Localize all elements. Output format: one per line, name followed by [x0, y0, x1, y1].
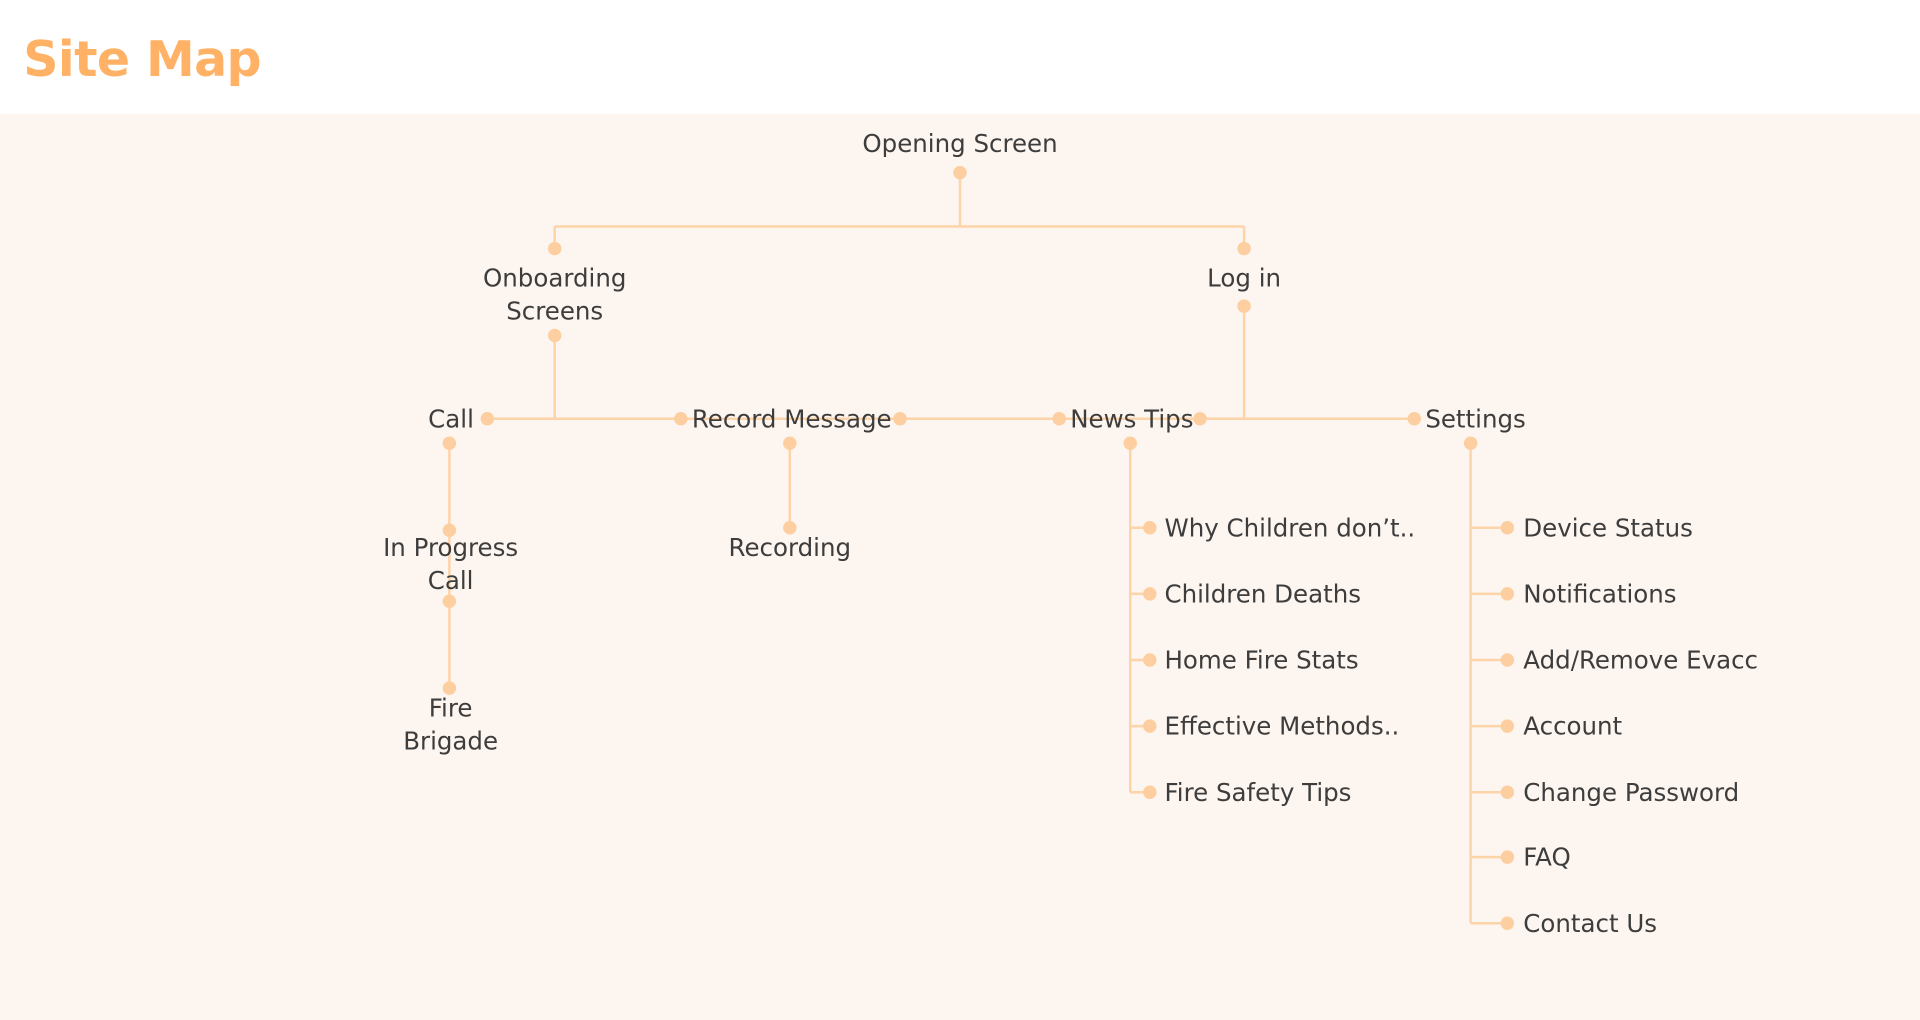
settings-item: Account	[1523, 711, 1623, 741]
news-item: Children Deaths	[1164, 579, 1361, 609]
node-dot	[893, 412, 907, 426]
node-dot	[1407, 412, 1422, 426]
node-dot	[442, 436, 457, 451]
node-dot	[1123, 436, 1137, 451]
node-in-progress-call: In Progress Call	[383, 531, 518, 597]
node-dot	[1143, 587, 1157, 601]
node-dot	[1143, 785, 1157, 799]
node-dot	[1143, 719, 1157, 733]
node-dot	[1237, 299, 1251, 313]
node-dot	[480, 412, 495, 426]
node-settings: Settings	[1425, 404, 1526, 434]
node-dot	[442, 594, 457, 608]
node-dot	[442, 523, 457, 537]
node-dot	[1500, 521, 1515, 535]
news-item: Home Fire Stats	[1164, 645, 1359, 675]
diagram-canvas	[0, 113, 1920, 1020]
node-dot	[1052, 412, 1066, 426]
news-item: Why Children don’t..	[1164, 513, 1416, 543]
node-dot	[1143, 653, 1157, 667]
node-dot	[1500, 653, 1515, 667]
settings-item: Add/Remove Evacc	[1523, 645, 1759, 675]
node-dot	[1143, 521, 1157, 535]
node-dot	[1500, 785, 1515, 799]
node-dot	[783, 521, 797, 535]
node-dot	[1500, 850, 1515, 864]
node-dot	[442, 681, 457, 695]
settings-item: Change Password	[1523, 777, 1740, 807]
connector-settings	[1469, 443, 1508, 925]
settings-item: Device Status	[1523, 513, 1693, 543]
node-label-line: Screens	[506, 296, 604, 326]
node-label-line: Brigade	[403, 726, 499, 756]
node-dot	[953, 165, 967, 180]
node-dot	[547, 328, 562, 343]
node-dot	[1500, 916, 1515, 931]
node-record-message: Record Message	[691, 404, 892, 434]
connector-opening	[553, 172, 1246, 249]
node-label-line: Onboarding	[482, 263, 627, 293]
node-recording: Recording	[728, 532, 852, 563]
node-log-in: Log in	[1207, 263, 1282, 293]
node-dots	[442, 165, 1515, 931]
settings-item: FAQ	[1523, 842, 1571, 872]
page-title: Site Map	[23, 31, 261, 89]
node-opening-screen: Opening Screen	[862, 128, 1058, 158]
node-dot	[1463, 436, 1478, 451]
node-call: Call	[428, 404, 474, 434]
node-dot	[1500, 587, 1515, 601]
node-onboarding-screens: Onboarding Screens	[483, 262, 626, 328]
connector-news	[1128, 443, 1150, 794]
node-label-line: In Progress	[383, 532, 519, 563]
node-fire-brigade: Fire Brigade	[403, 692, 498, 758]
settings-item: Notifications	[1523, 579, 1677, 609]
node-dot	[1500, 719, 1515, 733]
node-dot	[674, 412, 688, 426]
node-dot	[1193, 412, 1207, 426]
news-item: Effective Methods..	[1164, 711, 1400, 741]
settings-item: Contact Us	[1523, 908, 1658, 938]
node-dot	[783, 436, 797, 451]
node-label-line: Fire	[428, 693, 473, 723]
node-label-line: Call	[427, 565, 474, 596]
node-dot	[1237, 241, 1251, 256]
node-dot	[547, 241, 562, 256]
node-news-tips: News Tips	[1070, 404, 1194, 434]
news-item: Fire Safety Tips	[1164, 777, 1352, 807]
